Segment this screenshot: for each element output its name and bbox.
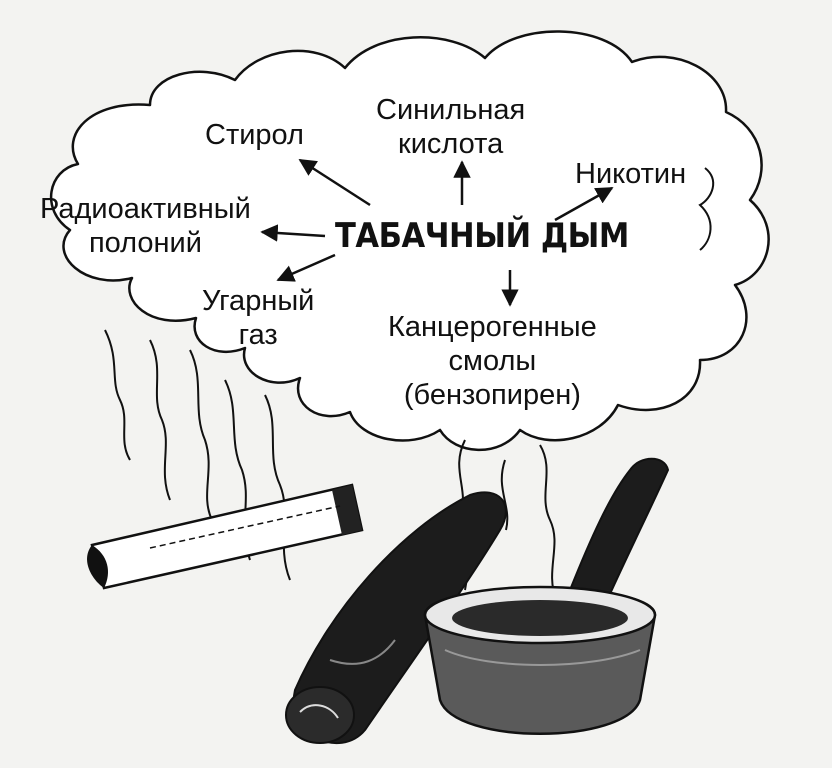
label-line: Канцерогенные: [388, 311, 597, 343]
label-line: Угарный: [202, 285, 315, 317]
label-polonium: Радиоактивный полоний: [40, 192, 251, 260]
label-line: Синильная: [376, 94, 526, 126]
label-line: полоний: [88, 227, 202, 260]
label-line: (бензопирен): [403, 379, 581, 412]
label-line: Стирол: [205, 119, 304, 151]
label-hydrocyanic-acid: Синильная кислота: [376, 93, 525, 161]
center-label: ТАБАЧНЫЙ ДЫМ: [335, 216, 629, 256]
arrow-to-nicotine: [554, 186, 614, 222]
label-line: Никотин: [575, 158, 687, 190]
center-label-text: ТАБАЧНЫЙ ДЫМ: [335, 216, 629, 256]
cigar: [285, 491, 507, 745]
smoking-pipe: [423, 457, 670, 735]
smoke-wisp-inner: [698, 167, 715, 251]
label-line: смолы: [448, 345, 537, 378]
arrow-to-polonium: [260, 224, 326, 242]
label-line: Радиоактивный: [40, 193, 251, 225]
label-line: кислота: [398, 128, 504, 161]
label-carbon-monoxide: Угарный газ: [202, 284, 314, 352]
label-line: газ: [238, 319, 278, 352]
smoke-wisp-left: [104, 329, 213, 521]
label-carcinogenic-tars: Канцерогенные смолы (бензопирен): [388, 310, 597, 413]
arrow-to-monoxide: [276, 253, 336, 282]
arrows: [260, 158, 614, 307]
label-nicotine: Никотин: [575, 157, 686, 191]
arrow-to-styrene: [298, 158, 371, 207]
smoke-cloud: [49, 30, 770, 452]
label-styrene: Стирол: [205, 118, 304, 152]
cigarette: [87, 483, 364, 590]
